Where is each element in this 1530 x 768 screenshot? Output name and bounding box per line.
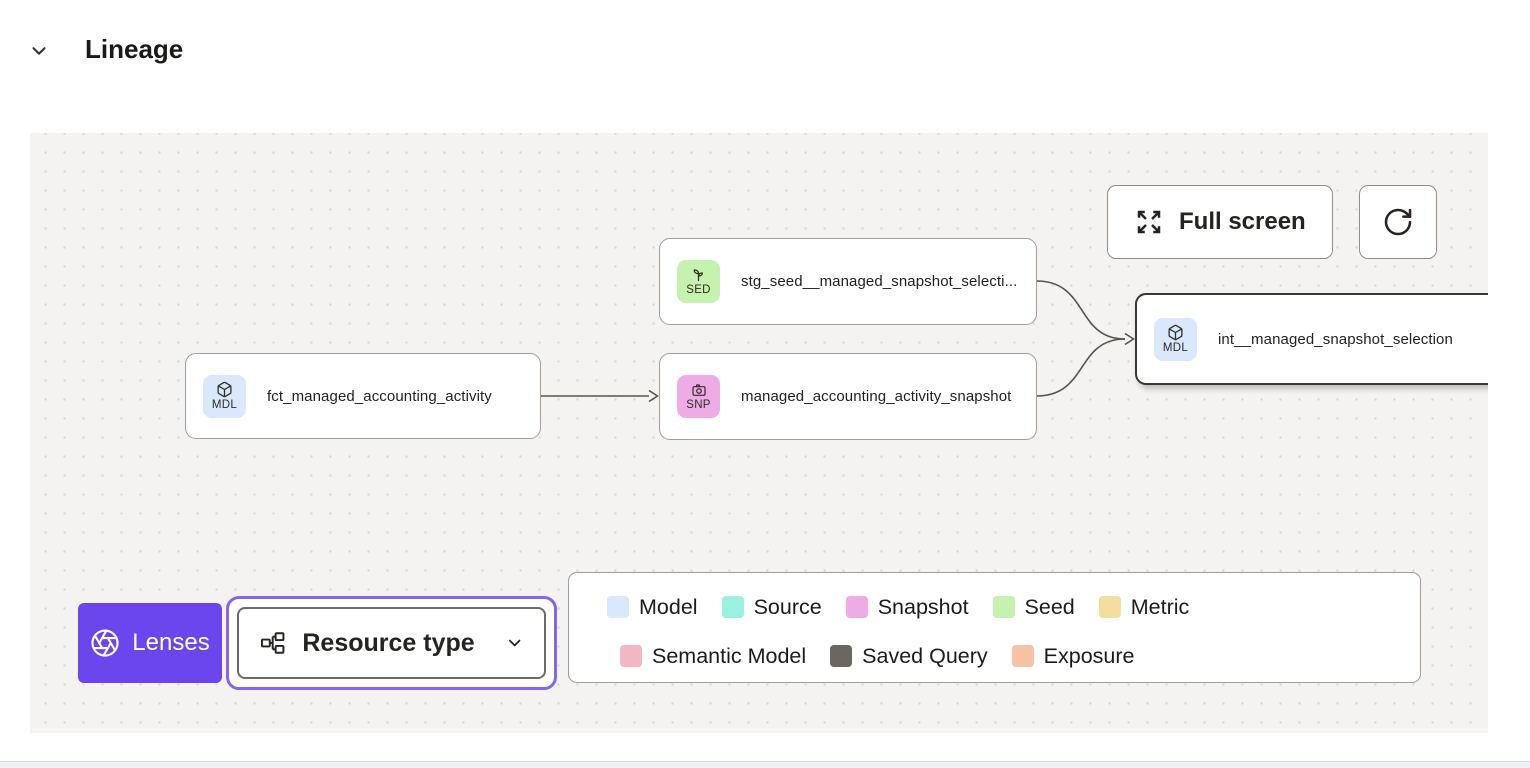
legend-item-model: Model [607, 595, 698, 620]
resource-type-label: Resource type [302, 628, 475, 657]
cube-icon [1168, 324, 1183, 341]
lineage-node-int-model-selected[interactable]: MDL int__managed_snapshot_selection [1135, 293, 1488, 385]
camera-icon [691, 384, 706, 396]
metric-swatch [1098, 596, 1121, 618]
legend-item-semantic-model: Semantic Model [620, 644, 806, 669]
edge-stg-to-int [1036, 280, 1126, 340]
collapse-chevron-icon[interactable] [28, 40, 50, 62]
node-label: stg_seed__managed_snapshot_selecti... [741, 273, 1018, 290]
seed-swatch [992, 596, 1015, 618]
resource-type-legend: Model Source Snapshot Seed Metric [568, 572, 1421, 683]
badge-label: SNP [686, 399, 711, 411]
model-badge: MDL [1154, 317, 1197, 361]
legend-item-source: Source [721, 595, 822, 620]
resource-type-dropdown[interactable]: Resource type [237, 607, 546, 679]
page-title: Lineage [85, 34, 184, 64]
edge-snp-to-int [1036, 338, 1126, 397]
node-label: fct_managed_accounting_activity [267, 387, 492, 405]
snapshot-swatch [845, 596, 868, 618]
legend-item-seed: Seed [992, 595, 1075, 620]
lenses-button[interactable]: Lenses [78, 603, 222, 683]
cube-icon [217, 381, 232, 398]
hierarchy-icon [260, 632, 285, 654]
expand-arrows-icon [1137, 210, 1161, 234]
seedling-icon [693, 269, 703, 281]
full-screen-label: Full screen [1179, 208, 1306, 235]
lineage-canvas[interactable]: Full screen SED stg_seed__managed_snapsh… [30, 133, 1488, 733]
chevron-down-icon [508, 639, 521, 647]
aperture-icon [91, 629, 119, 657]
full-screen-button[interactable]: Full screen [1107, 185, 1333, 259]
legend-row-1: Model Source Snapshot Seed Metric [569, 586, 1420, 628]
resource-type-focus-ring: Resource type [226, 596, 557, 690]
lineage-node-stg-seed[interactable]: SED stg_seed__managed_snapshot_selecti..… [659, 238, 1037, 325]
legend-item-snapshot: Snapshot [845, 595, 969, 620]
snapshot-badge: SNP [677, 375, 720, 418]
badge-label: SED [686, 284, 711, 296]
refresh-icon [1384, 208, 1412, 236]
legend-item-saved-query: Saved Query [830, 644, 988, 669]
node-label: managed_accounting_activity_snapshot [741, 388, 1012, 405]
badge-label: MDL [1162, 342, 1189, 354]
badge-label: MDL [211, 399, 238, 411]
legend-item-metric: Metric [1098, 595, 1189, 620]
legend-row-2: Semantic Model Saved Query Exposure [569, 635, 1420, 677]
legend-item-exposure: Exposure [1011, 644, 1134, 669]
model-swatch [607, 596, 629, 618]
source-swatch [721, 596, 744, 618]
seed-badge: SED [677, 260, 720, 303]
edge-arrowhead [648, 389, 659, 403]
edge-arrowhead [1124, 332, 1135, 346]
saved-query-swatch [830, 645, 853, 667]
semantic-model-swatch [620, 645, 642, 667]
lineage-node-snapshot[interactable]: SNP managed_accounting_activity_snapshot [659, 353, 1037, 440]
refresh-button[interactable] [1359, 185, 1437, 259]
model-badge: MDL [203, 374, 246, 418]
exposure-swatch [1011, 645, 1034, 667]
bottom-divider [0, 761, 1530, 768]
lenses-label: Lenses [132, 629, 210, 656]
node-label: int__managed_snapshot_selection [1218, 330, 1453, 348]
lineage-node-fct-model[interactable]: MDL fct_managed_accounting_activity [185, 353, 541, 439]
